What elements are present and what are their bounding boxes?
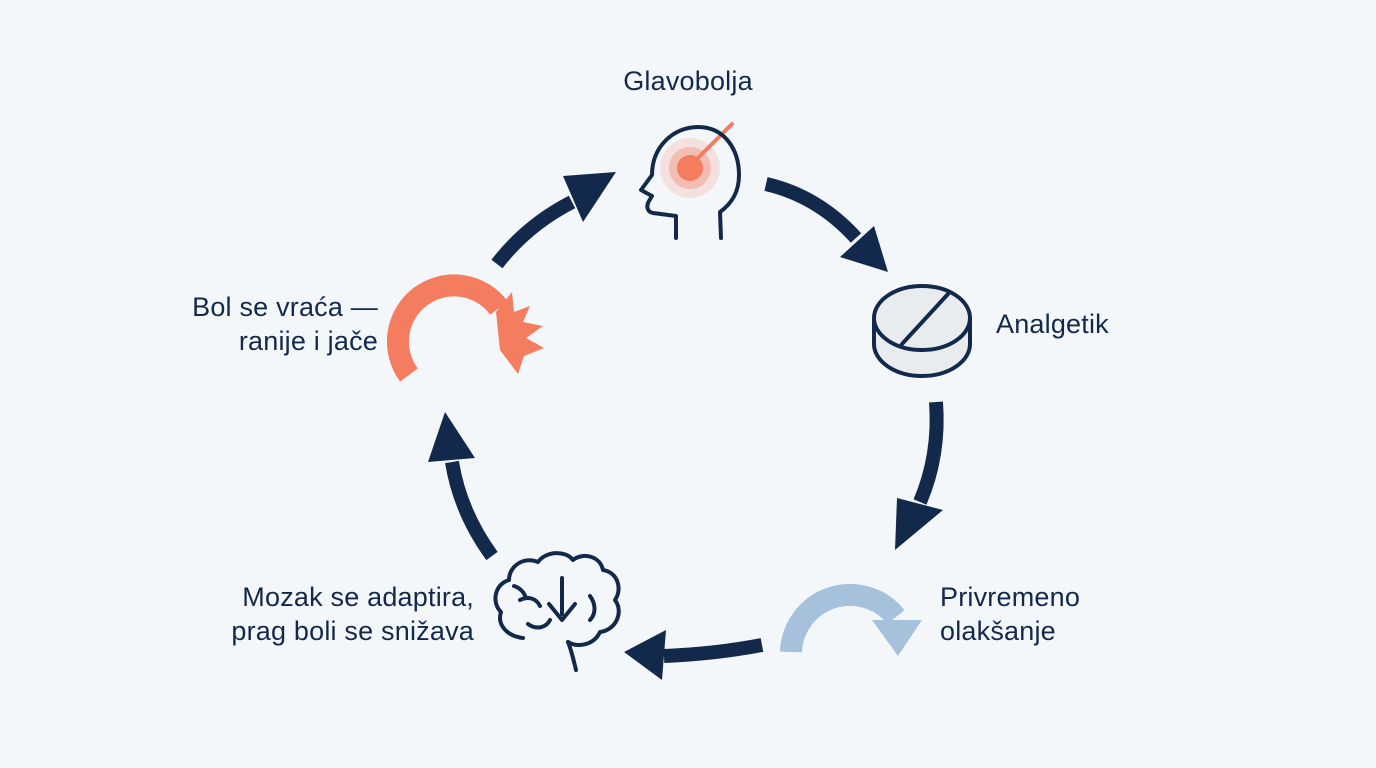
relief-label-line-1: Privremeno bbox=[940, 582, 1081, 612]
arrow-headache-to-analgesic bbox=[764, 177, 888, 272]
pill-icon bbox=[872, 284, 972, 378]
brain-adapt-label-line-2: prag boli se snižava bbox=[231, 616, 474, 646]
analgesic-label: Analgetik bbox=[996, 307, 1109, 341]
brain-down-icon bbox=[493, 551, 621, 672]
arrow-brain-to-return bbox=[428, 412, 498, 561]
pain-return-label: Bol se vraća — ranije i jače bbox=[140, 290, 378, 358]
brain-adapt-label-line-1: Mozak se adaptira, bbox=[242, 582, 474, 612]
head-pain-icon bbox=[639, 122, 741, 240]
arrow-relief-to-brain bbox=[624, 630, 764, 680]
pain-return-label-line-1: Bol se vraća — bbox=[192, 292, 378, 322]
pain-return-label-line-2: ranije i jače bbox=[238, 326, 378, 356]
headache-label-text: Glavobolja bbox=[623, 66, 753, 96]
brain-adapt-label: Mozak se adaptira, prag boli se snižava bbox=[160, 580, 474, 648]
relief-label: Privremeno olakšanje bbox=[940, 580, 1080, 648]
pain-return-arc-icon bbox=[386, 274, 544, 382]
analgesic-label-text: Analgetik bbox=[996, 309, 1109, 339]
relief-arc-icon bbox=[780, 583, 922, 656]
headache-label: Glavobolja bbox=[588, 64, 788, 98]
arrow-analgesic-to-relief bbox=[895, 401, 944, 550]
relief-label-line-2: olakšanje bbox=[940, 616, 1056, 646]
arrow-return-to-headache bbox=[491, 172, 616, 269]
